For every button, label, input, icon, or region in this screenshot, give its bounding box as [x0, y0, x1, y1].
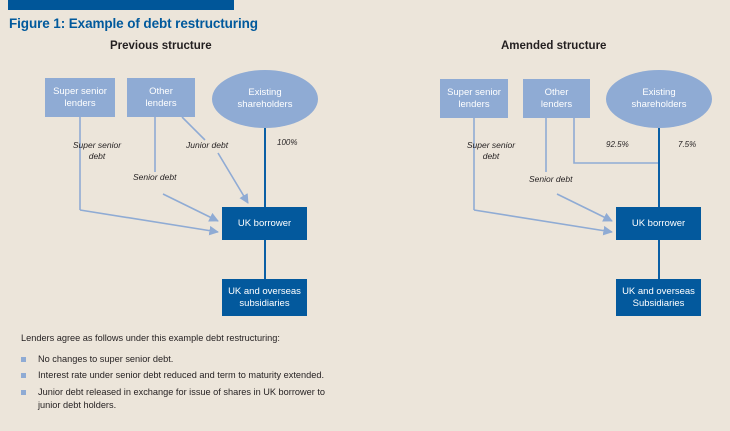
notes-block: Lenders agree as follows under this exam…	[21, 332, 341, 416]
list-item: Junior debt released in exchange for iss…	[21, 386, 341, 413]
label-senior-debt-left: Senior debt	[133, 172, 177, 182]
label-existing-equity-pct-right: 7.5%	[678, 140, 697, 149]
edge-senior-debt-right	[545, 118, 613, 222]
accent-bar	[8, 0, 234, 10]
panel-title-previous: Previous structure	[110, 40, 212, 52]
edge-super-senior-debt-left	[79, 117, 219, 236]
edge-super-senior-debt-right	[473, 118, 613, 236]
list-item-text: Interest rate under senior debt reduced …	[38, 370, 324, 380]
label-new-equity-pct-right: 92.5%	[606, 140, 629, 149]
edge-junior-debt-left	[181, 116, 249, 204]
figure-title: Figure 1: Example of debt restructuring	[9, 16, 258, 31]
notes-intro: Lenders agree as follows under this exam…	[21, 333, 280, 343]
label-junior-debt-left: Junior debt	[186, 140, 229, 150]
list-item: Interest rate under senior debt reduced …	[21, 369, 341, 383]
label-senior-debt-right: Senior debt	[529, 174, 573, 184]
bullet-icon	[21, 373, 26, 378]
panel-title-amended: Amended structure	[501, 40, 607, 52]
bullet-icon	[21, 356, 26, 362]
list-item-text: No changes to super senior debt.	[38, 353, 174, 364]
list-item: No changes to super senior debt.	[21, 353, 341, 367]
bullet-icon	[21, 389, 26, 395]
edge-new-equity-right	[573, 118, 659, 164]
list-item-text: Junior debt released in exchange for iss…	[38, 386, 326, 411]
notes-list: No changes to super senior debt. Interes…	[21, 353, 341, 413]
node-uk-borrower-left: UK borrower	[222, 207, 307, 240]
edge-senior-debt-left	[154, 117, 219, 222]
label-equity-pct-left: 100%	[277, 138, 298, 147]
node-uk-borrower-right: UK borrower	[616, 207, 701, 240]
